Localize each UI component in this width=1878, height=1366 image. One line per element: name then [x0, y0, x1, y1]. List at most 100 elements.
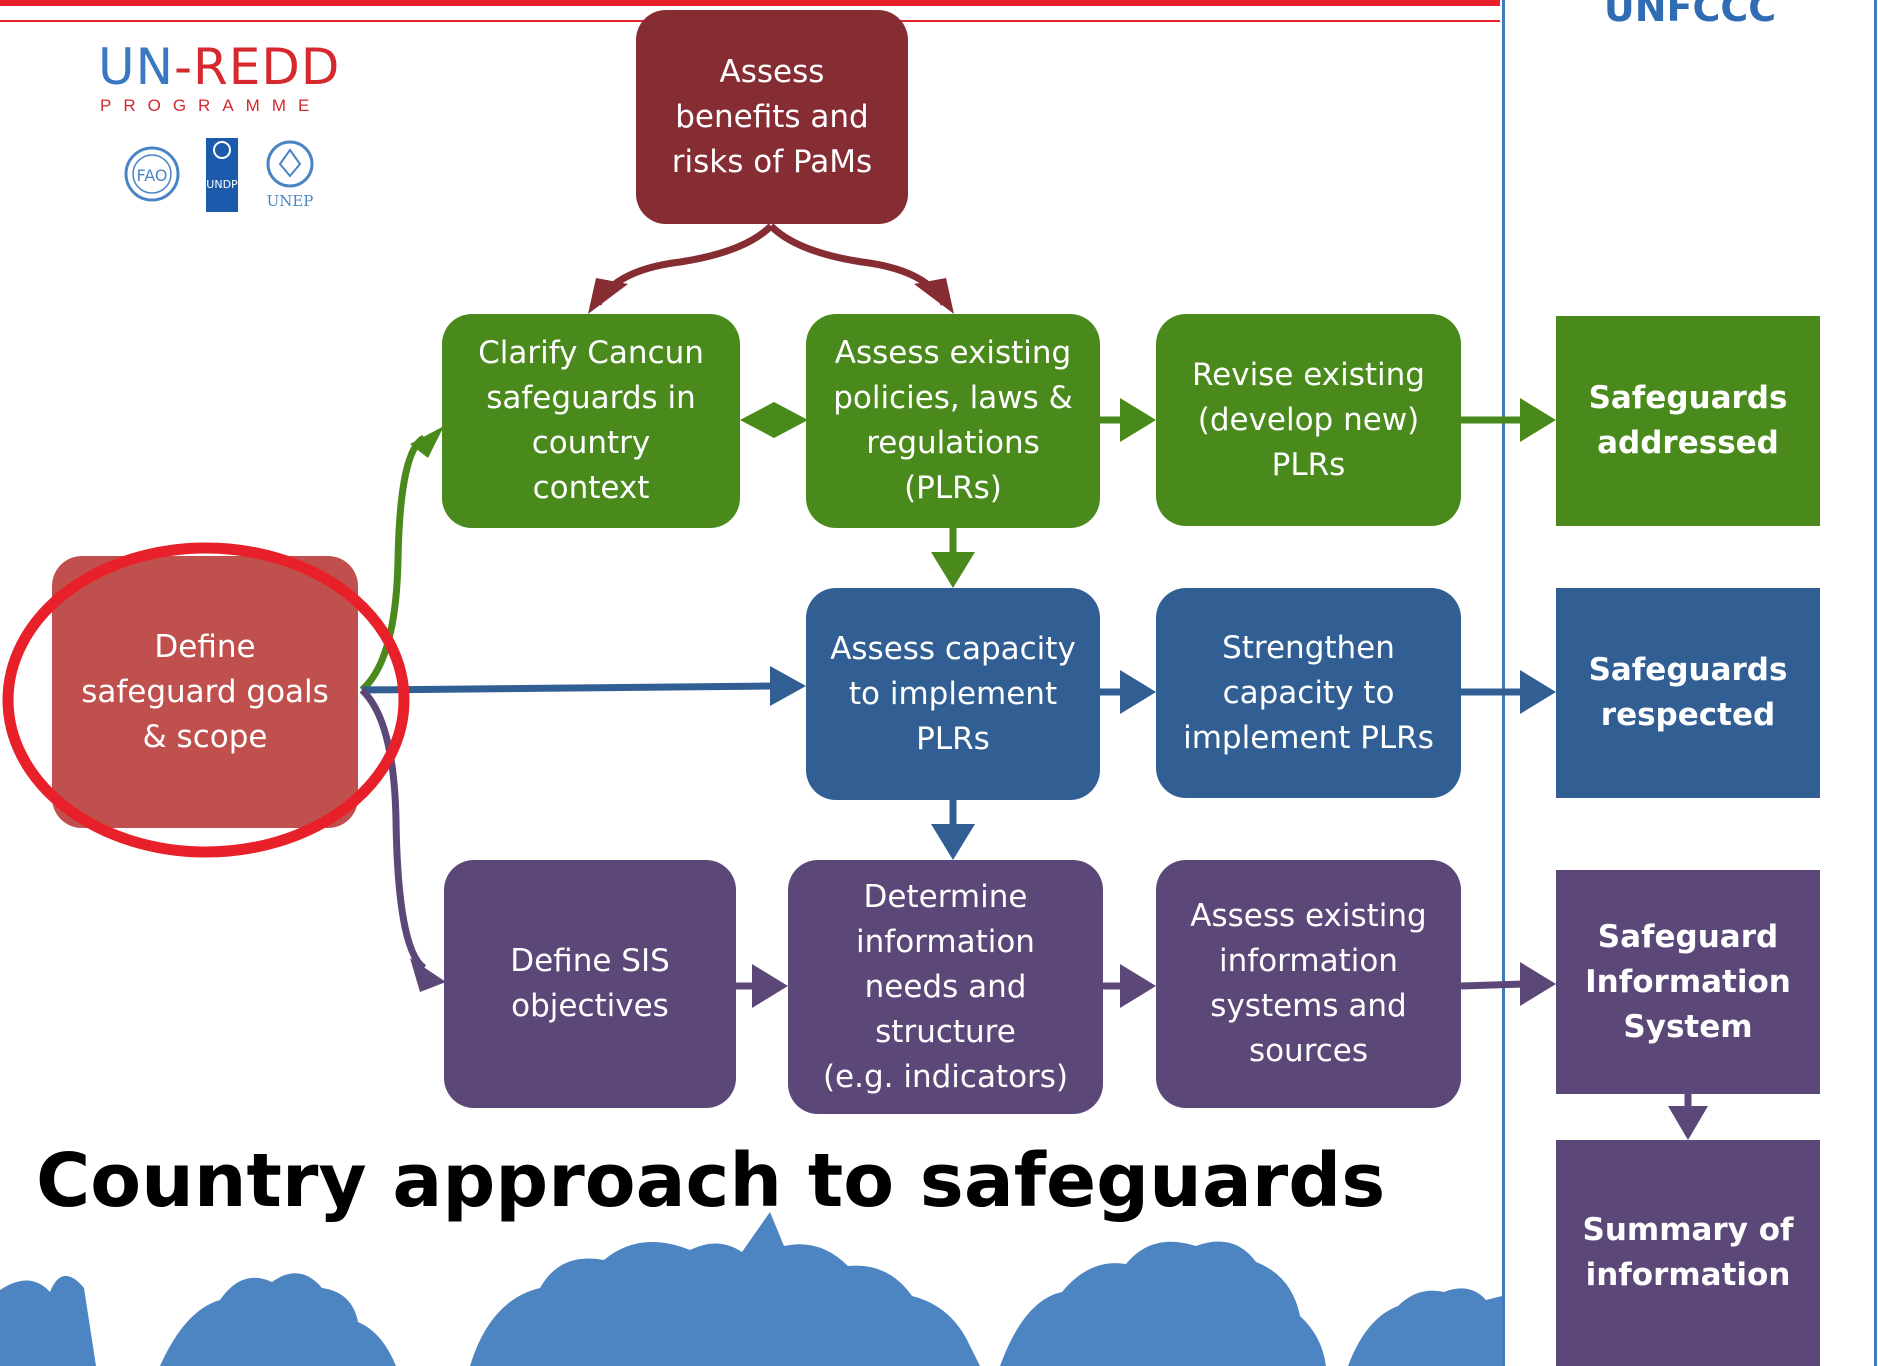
node-summary-of-information: Summary of information: [1556, 1140, 1820, 1366]
node-define-sis-objectives-text: Define SIS objectives: [510, 939, 670, 1029]
unep-logo-icon: UNEP: [266, 140, 314, 210]
arrow-define-to-clarify: [359, 434, 426, 693]
node-line: information: [1219, 943, 1398, 979]
node-line: PLRs: [1271, 446, 1346, 483]
node-line: & scope: [142, 718, 268, 755]
node-assess-policies: Assess existing policies, laws & regulat…: [806, 314, 1100, 528]
arrowhead-summary: [1668, 1106, 1708, 1140]
node-assess-policies-text: Assess existing policies, laws & regulat…: [833, 331, 1073, 511]
node-line: Safeguards: [1588, 652, 1788, 688]
node-line: sources: [1248, 1033, 1369, 1069]
arrowhead-determine: [931, 824, 975, 860]
arrow-define-to-capacity: [361, 682, 775, 694]
node-strengthen-capacity: Strengthen capacity to implement PLRs: [1156, 588, 1461, 798]
node-line: information: [856, 923, 1035, 960]
arrowhead-sis: [1520, 962, 1556, 1006]
node-line: Safeguards: [1588, 380, 1788, 416]
node-assess-information-systems-text: Assess existing information systems and …: [1190, 894, 1426, 1074]
node-safeguards-respected: Safeguards respected: [1556, 588, 1820, 798]
arrowhead-clarify-left: [740, 402, 774, 438]
node-line: risks of PaMs: [671, 143, 873, 180]
node-line: (e.g. indicators): [822, 1058, 1069, 1095]
node-assess-capacity-text: Assess capacity to implement PLRs: [830, 627, 1076, 762]
logo-un-text: UN: [98, 38, 174, 96]
node-line: Assess capacity: [830, 630, 1076, 667]
unep-text: UNEP: [267, 192, 314, 210]
arrowhead-addressed: [1520, 398, 1556, 442]
node-line: Define SIS: [510, 943, 670, 979]
undp-text: UNDP: [206, 178, 238, 191]
node-line: Safeguard: [1597, 918, 1779, 955]
node-line: information: [1585, 1257, 1791, 1293]
fao-logo-icon: FAO: [124, 146, 180, 202]
node-clarify-cancun-text: Clarify Cancun safeguards in country con…: [478, 331, 704, 511]
node-line: objectives: [511, 988, 669, 1024]
node-line: Define: [154, 628, 256, 665]
right-panel-divider: [1502, 0, 1505, 1366]
arrowhead-define-to-clarify: [410, 426, 444, 458]
node-determine-information: Determine information needs and structur…: [788, 860, 1103, 1114]
top-red-rule: [0, 0, 1500, 6]
node-define-goals-text: Define safeguard goals & scope: [81, 625, 329, 760]
node-line: capacity to: [1222, 674, 1395, 711]
node-clarify-cancun: Clarify Cancun safeguards in country con…: [442, 314, 740, 528]
arrow-assess-info-to-sis: [1460, 980, 1525, 990]
agency-logos: FAO UNDP UNEP: [124, 138, 314, 212]
node-strengthen-capacity-text: Strengthen capacity to implement PLRs: [1183, 626, 1434, 761]
node-assess-benefits-text: Assess benefits and risks of PaMs: [672, 50, 872, 185]
node-line: to implement: [848, 675, 1058, 712]
node-line: country: [531, 425, 651, 461]
node-line: PLRs: [916, 720, 990, 757]
node-revise-plrs-text: Revise existing (develop new) PLRs: [1192, 353, 1425, 488]
arrowhead-policies: [914, 278, 954, 314]
node-line: Assess: [719, 53, 825, 90]
right-edge-divider: [1874, 0, 1877, 1366]
undp-logo-icon: UNDP: [206, 138, 238, 212]
node-line: regulations: [866, 425, 1040, 461]
logo-redd-text: REDD: [193, 38, 341, 96]
arrowhead-revise: [1120, 398, 1156, 442]
node-line: systems and: [1210, 988, 1407, 1024]
node-safeguards-addressed-text: Safeguards addressed: [1589, 376, 1788, 466]
node-safeguard-information-system: Safeguard Information System: [1556, 870, 1820, 1094]
node-define-goals: Define safeguard goals & scope: [52, 556, 358, 828]
node-line: safeguard goals: [81, 673, 329, 710]
arrowhead-strengthen: [1120, 670, 1156, 714]
node-line: benefits and: [675, 98, 869, 135]
node-line: (PLRs): [904, 470, 1002, 506]
arrow-define-to-sis-objectives: [359, 687, 427, 971]
arrowhead-determine-left: [752, 964, 788, 1008]
node-line: (develop new): [1197, 401, 1420, 438]
arrowhead-capacity: [931, 552, 975, 588]
arrowhead-define-to-sis: [410, 958, 446, 992]
node-assess-benefits: Assess benefits and risks of PaMs: [636, 10, 908, 224]
arrowhead-assess-info: [1120, 964, 1156, 1008]
node-line: needs and: [864, 968, 1027, 1005]
node-safeguards-addressed: Safeguards addressed: [1556, 316, 1820, 526]
node-line: Clarify Cancun: [478, 335, 704, 371]
node-revise-plrs: Revise existing (develop new) PLRs: [1156, 314, 1461, 526]
node-safeguard-information-system-text: Safeguard Information System: [1585, 915, 1791, 1050]
node-line: Strengthen: [1222, 629, 1395, 666]
node-summary-of-information-text: Summary of information: [1583, 1208, 1794, 1298]
arrowhead-respected: [1520, 670, 1556, 714]
node-line: context: [532, 470, 650, 506]
node-line: addressed: [1597, 425, 1779, 461]
node-line: Information: [1585, 963, 1791, 1000]
node-line: safeguards in: [486, 380, 696, 416]
node-line: implement PLRs: [1183, 719, 1434, 756]
node-line: policies, laws &: [833, 380, 1073, 416]
arrowhead-clarify-right: [774, 402, 808, 438]
node-assess-information-systems: Assess existing information systems and …: [1156, 860, 1461, 1108]
arrowhead-define-to-capacity: [770, 666, 806, 706]
node-line: respected: [1600, 697, 1776, 733]
node-line: Summary of: [1582, 1212, 1794, 1248]
node-line: Revise existing: [1192, 356, 1425, 393]
node-define-sis-objectives: Define SIS objectives: [444, 860, 736, 1108]
un-redd-logo-title: UN-REDD: [98, 42, 340, 92]
unfccc-heading: UNFCCC: [1603, 0, 1777, 30]
